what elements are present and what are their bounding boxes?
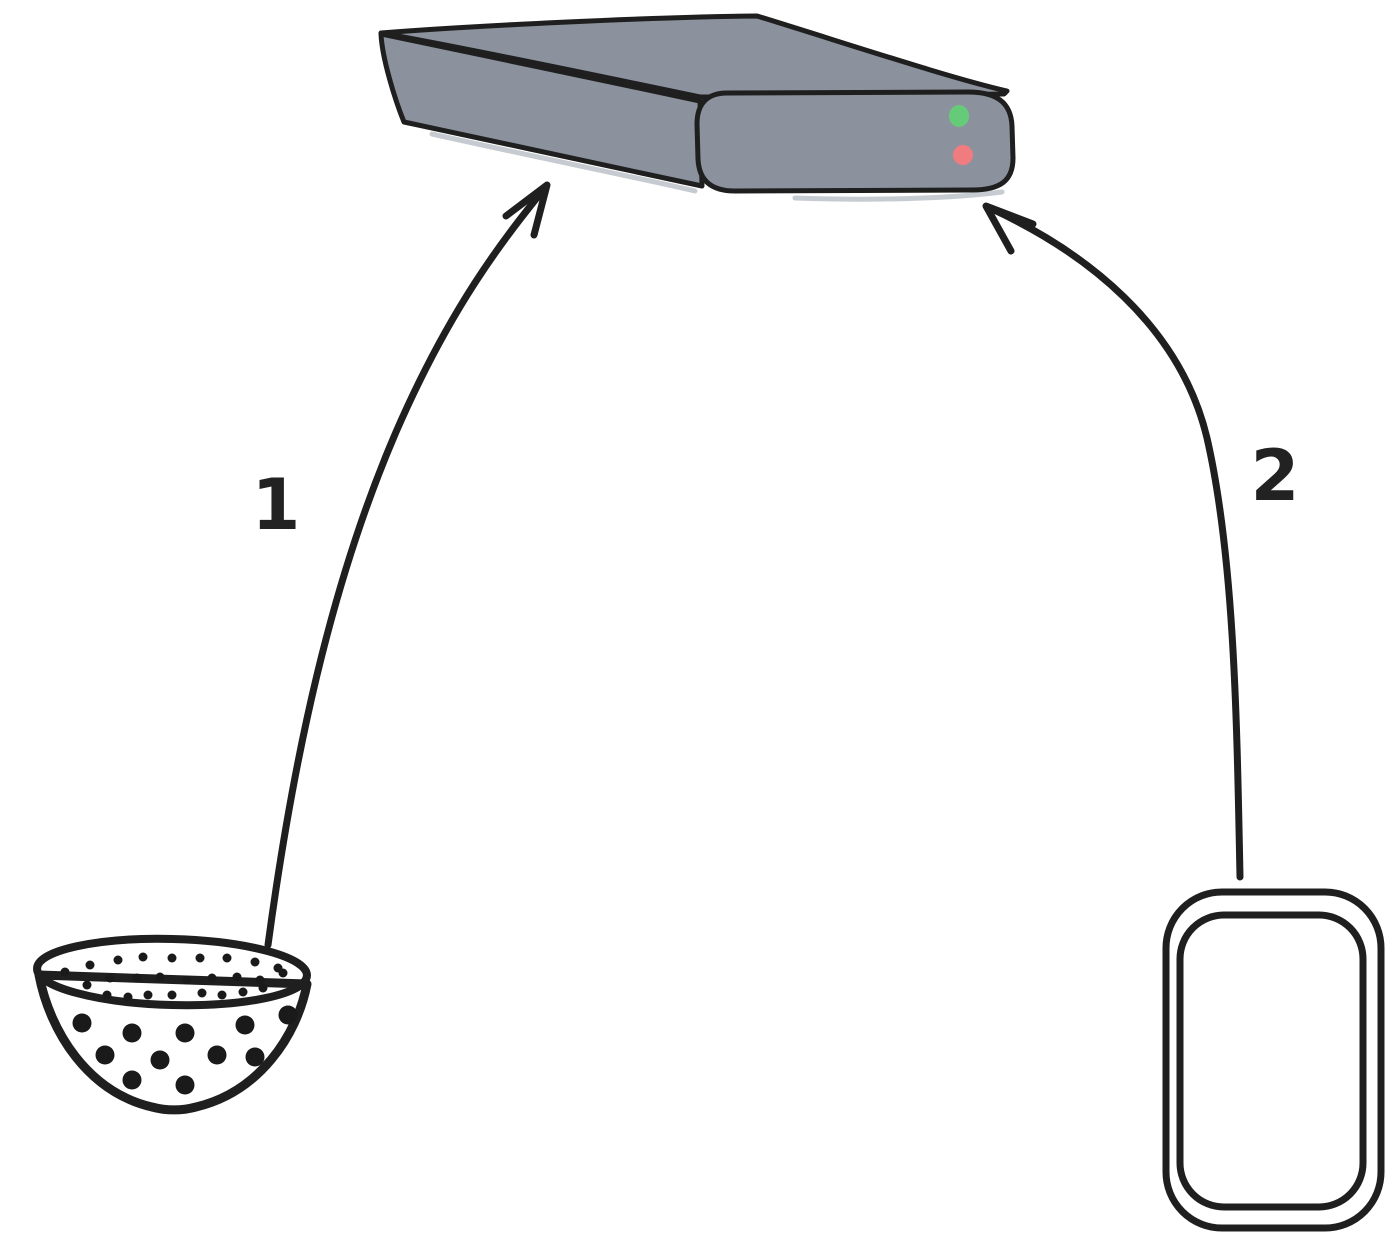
arrow-1-head — [502, 181, 551, 239]
device-front-face — [694, 89, 1016, 194]
arrow-2-head — [982, 202, 1037, 255]
bowl-body — [34, 970, 312, 1115]
arrow-1 — [264, 181, 551, 949]
green-led-icon — [949, 105, 969, 127]
arrow-1-line — [264, 185, 548, 949]
device-top-face — [378, 13, 1010, 100]
phone-screen — [1176, 911, 1367, 1211]
bowl-small-dots — [60, 952, 288, 1002]
arrow-1-label: 1 — [251, 464, 301, 546]
device-side-face — [378, 31, 705, 189]
phone — [1162, 888, 1385, 1232]
phone-frame — [1162, 888, 1385, 1232]
dotted-bowl — [33, 934, 312, 1115]
arrow-2-line — [988, 205, 1244, 881]
device-shadow-left — [429, 131, 698, 194]
arrow-2-label: 2 — [1250, 435, 1300, 517]
storage-device — [378, 13, 1016, 202]
device-shadow-front — [792, 189, 1005, 202]
bowl-rim — [33, 934, 311, 1010]
bowl-big-dots — [72, 1005, 298, 1095]
arrow-2 — [982, 202, 1244, 881]
red-led-icon — [953, 145, 973, 165]
